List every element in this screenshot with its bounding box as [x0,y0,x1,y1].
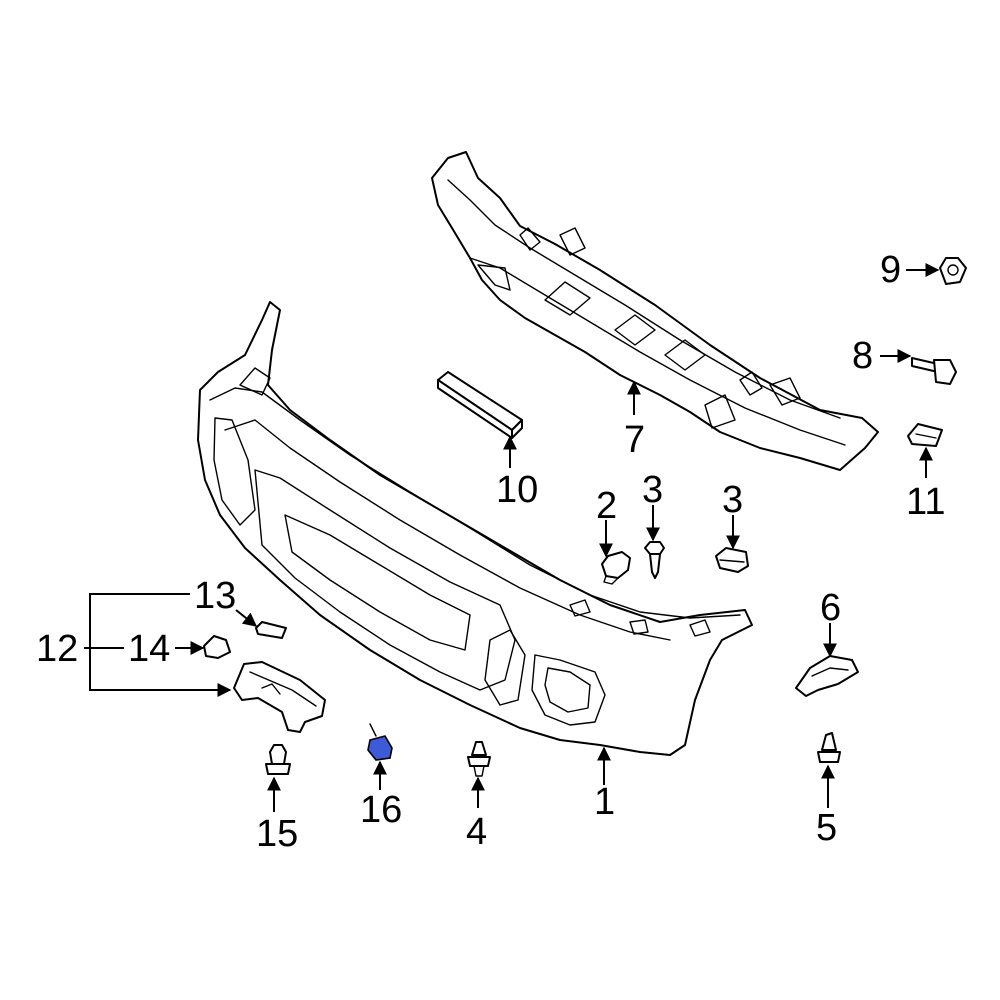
small-nut[interactable] [203,635,231,659]
reinforcement-beam[interactable] [431,151,879,471]
callout-15: 15 [256,813,298,855]
callout-8: 8 [852,335,873,377]
callout-5: 5 [816,807,837,849]
callout-12: 12 [36,628,78,670]
stud-part[interactable] [265,744,291,775]
plug-part[interactable] [601,551,631,585]
callout-9: 9 [880,249,901,291]
callout-4: 4 [466,811,487,853]
callout-13: 13 [194,575,236,617]
callout-14: 14 [128,628,170,670]
push-rivet-4[interactable] [467,741,491,777]
pad-part[interactable] [255,621,287,639]
callout-labels: 1 2 3 3 4 5 6 7 8 9 10 11 12 13 14 15 16 [36,249,945,855]
mounting-bracket[interactable] [233,661,326,733]
callout-16: 16 [360,789,402,831]
callout-1: 1 [594,781,615,823]
side-bracket[interactable] [795,655,859,697]
callout-3b: 3 [722,479,743,521]
gasket-part[interactable] [907,423,943,447]
retainer-fill [367,735,393,761]
leader-lines [84,263,940,812]
callout-2: 2 [596,485,617,527]
foam-strip[interactable] [437,371,523,439]
callout-10: 10 [496,469,538,511]
retainer-highlighted[interactable] [367,723,393,761]
push-clip-a[interactable] [644,541,665,579]
callout-7: 7 [624,419,645,461]
callout-6: 6 [820,587,841,629]
bumper-cover[interactable] [197,301,753,756]
callout-11: 11 [906,481,945,523]
push-rivet-5[interactable] [817,732,841,763]
bolt-part[interactable] [911,357,957,385]
nut-part[interactable] [939,257,967,285]
callout-3a: 3 [642,469,663,511]
clip-nut[interactable] [715,547,749,573]
